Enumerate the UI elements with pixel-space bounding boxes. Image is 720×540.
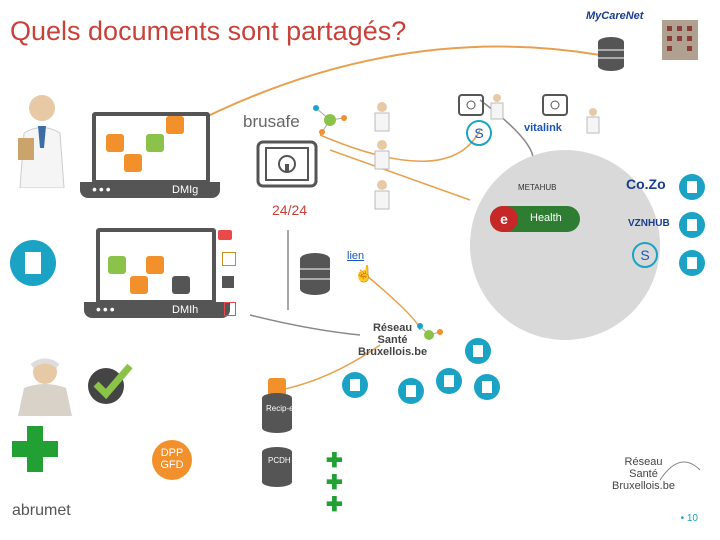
hospital-icon <box>679 212 705 238</box>
rsb-line-3: Bruxellois.be <box>358 346 428 358</box>
metahub-label: METAHUB <box>518 183 557 192</box>
ehealth-e: e <box>490 206 518 232</box>
page-number-value: 10 <box>686 513 698 524</box>
database-icon <box>262 393 292 433</box>
ehealth-word: Health <box>530 212 562 224</box>
building-icon <box>662 20 698 60</box>
rsb-line-3: Bruxellois.be <box>612 480 675 492</box>
document-icon <box>224 302 236 316</box>
pharmacy-cross-icon <box>12 426 58 472</box>
pcdh-label: PCDH <box>268 456 291 465</box>
recip-e-label: Recip-e <box>266 404 294 413</box>
page-title: Quels documents sont partagés? <box>10 16 407 46</box>
vault-icon <box>256 140 318 188</box>
puzzle-icon <box>146 256 164 274</box>
doctor-small-icon <box>488 92 506 125</box>
patient-photo <box>12 356 78 416</box>
rsb-line-1: Réseau <box>624 456 663 468</box>
puzzle-icon <box>172 276 190 294</box>
ehealth-logo: e Health <box>490 206 580 232</box>
doctor-icon <box>18 95 65 189</box>
h24-label: 24/24 <box>272 202 308 218</box>
plus-icon: ✚ <box>326 494 343 516</box>
dpp-line-2: GFD <box>160 459 184 471</box>
hand-pointer-icon: ☝ <box>354 266 374 283</box>
hospital-icon <box>474 374 500 400</box>
puzzle-icon <box>106 134 124 152</box>
vault-small-icon <box>458 94 484 116</box>
plus-icon: ✚ <box>326 472 343 494</box>
hospital-icon <box>436 368 462 394</box>
hospital-icon <box>398 378 424 404</box>
hospital-icon <box>342 372 368 398</box>
scanner-icon <box>222 276 234 288</box>
lien-link[interactable]: lien <box>347 250 365 262</box>
check-icon <box>88 363 133 404</box>
line-brusafe-metahub <box>329 149 471 201</box>
doctor-small-icon <box>372 178 392 215</box>
dmih-laptop-screen <box>96 228 216 304</box>
puzzle-icon <box>146 134 164 152</box>
puzzle-icon <box>268 378 286 396</box>
puzzle-icon <box>130 276 148 294</box>
rsb-line-1: Réseau <box>372 322 413 334</box>
abrumet-logo: abrumet <box>12 502 71 519</box>
database-icon <box>262 447 292 487</box>
hospital-icon <box>679 250 705 276</box>
rsb-logo-bottom: Réseau Santé Bruxellois.be <box>612 456 675 492</box>
doctor-photo <box>12 88 72 189</box>
bed-icon <box>218 230 232 240</box>
dmig-label: DMIg <box>172 184 199 196</box>
doctor-small-icon <box>372 100 392 137</box>
dmig-laptop-screen <box>92 112 210 184</box>
database-icon <box>300 253 330 295</box>
dots-icon: ••• <box>96 301 117 317</box>
vznhub-logo: VZNHUB <box>628 218 670 229</box>
hospital-icon <box>679 174 705 200</box>
brusafe-label: brusafe <box>243 112 300 131</box>
page-number: • 10 <box>680 513 698 524</box>
puzzle-icon <box>166 116 184 134</box>
brusafe-molecule-icon <box>313 105 347 135</box>
cozo-logo: Co.Zo <box>626 176 666 192</box>
plus-icon: ✚ <box>326 450 343 472</box>
book-icon <box>222 252 236 266</box>
line-recip-rsb <box>279 344 381 391</box>
dmih-laptop-base: ••• DMIh <box>84 301 230 318</box>
rsb-molecule-icon <box>417 323 443 340</box>
vault-small-icon <box>542 94 568 116</box>
rsb-logo: Réseau Santé Bruxellois.be <box>358 322 427 358</box>
hospital-large-icon <box>10 240 56 286</box>
line-dmih-rsb <box>249 314 361 336</box>
vitalink-logo: vitalink <box>524 122 562 134</box>
database-icon <box>598 37 624 71</box>
puzzle-icon <box>124 154 142 172</box>
dpp-badge: DPP GFD <box>152 440 192 480</box>
patient-icon <box>18 358 72 416</box>
dmig-laptop-base: ••• DMIg <box>80 181 220 198</box>
doctor-small-icon <box>584 106 602 139</box>
s-logo-icon: S <box>632 242 658 268</box>
dmih-label: DMIh <box>172 304 199 316</box>
doctor-small-icon <box>372 138 392 175</box>
s-logo-icon: S <box>466 120 492 146</box>
dpp-line-1: DPP <box>160 447 184 459</box>
dots-icon: ••• <box>92 181 113 197</box>
line-brusafe-mycarenet <box>179 45 601 131</box>
puzzle-icon <box>108 256 126 274</box>
line-rsb2 <box>659 461 701 481</box>
mycarenet-logo: MyCareNet <box>586 10 644 22</box>
metahub-circle <box>470 150 660 340</box>
rsb-line-2: Santé <box>629 468 658 480</box>
rsb-line-2: Santé <box>377 334 408 346</box>
hospital-icon <box>465 338 491 364</box>
